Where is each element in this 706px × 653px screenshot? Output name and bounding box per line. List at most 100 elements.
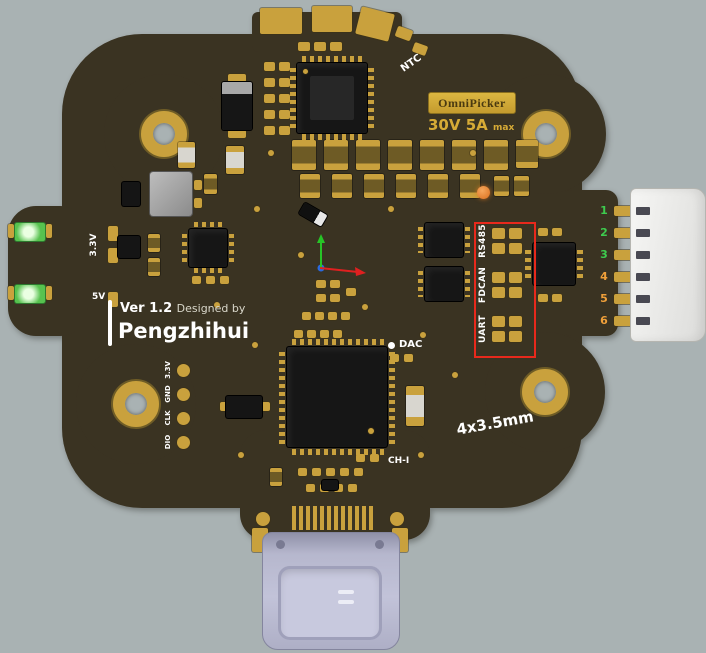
gate-driver-chip-inner — [310, 76, 354, 120]
solder-pad — [346, 288, 356, 296]
mounting-hole-top-left — [141, 111, 187, 157]
capacitor — [204, 174, 217, 194]
inductor — [222, 82, 252, 130]
connector-pin — [614, 294, 640, 304]
solder-pad — [333, 330, 342, 338]
pin-number: 6 — [600, 314, 608, 327]
small-ic — [226, 396, 262, 418]
solder-pad — [306, 484, 315, 492]
solder-pad — [206, 276, 215, 284]
green-led — [14, 284, 46, 304]
chip-pins — [194, 222, 222, 227]
pin-number: 1 — [600, 204, 608, 217]
via-pad — [256, 512, 270, 526]
chip-pins — [577, 250, 583, 278]
pin1-dot — [303, 69, 308, 74]
chip-pins — [418, 227, 423, 253]
chip-pins — [525, 250, 531, 278]
capacitor — [148, 234, 160, 252]
chip-pins — [194, 268, 222, 273]
via-pad — [388, 206, 394, 212]
chip-pins — [302, 56, 362, 62]
green-led — [14, 222, 46, 242]
solder-pad — [194, 198, 202, 208]
solder-pad — [298, 468, 307, 476]
solder-pad — [314, 42, 326, 51]
capacitor — [300, 174, 320, 198]
rail-3v3-label: 3.3V — [89, 233, 99, 257]
capacitor — [356, 140, 380, 170]
interface-chip — [532, 242, 576, 286]
capacitor — [148, 258, 160, 276]
small-ic — [122, 182, 140, 206]
solder-pad — [264, 62, 275, 71]
solder-pad — [538, 294, 548, 302]
solder-pad — [8, 286, 14, 300]
solder-pad — [279, 78, 290, 87]
chip-pins — [229, 234, 234, 262]
solder-pad — [8, 224, 14, 238]
mcu-pins — [279, 352, 285, 444]
solder-pad — [264, 94, 275, 103]
capacitor — [292, 140, 316, 170]
solder-pad — [302, 312, 311, 320]
usb-screw — [276, 540, 285, 549]
mounting-hole-bottom-right — [522, 369, 568, 415]
transceiver-chip-b — [424, 266, 464, 302]
debug-pad-label: GND — [164, 385, 172, 403]
chip-pins — [465, 271, 470, 297]
pin-number: 3 — [600, 248, 608, 261]
capacitor — [514, 176, 529, 196]
via-pad — [268, 150, 274, 156]
ceramic-capacitor — [406, 386, 424, 426]
solder-pad — [552, 228, 562, 236]
via-pad — [420, 332, 426, 338]
solder-pad — [316, 280, 326, 288]
solder-pad — [279, 94, 290, 103]
capacitor — [388, 140, 412, 170]
via-pad — [254, 206, 260, 212]
via-pad — [238, 452, 244, 458]
capacitor — [420, 140, 444, 170]
usb-screw — [375, 540, 384, 549]
debug-pad — [177, 412, 190, 425]
power-rating-label: 30V 5A max — [428, 116, 514, 134]
dac-test-point — [388, 342, 395, 349]
solder-pad — [298, 42, 310, 51]
solder-pad — [194, 180, 202, 190]
solder-pad — [326, 468, 335, 476]
solder-pad — [264, 78, 275, 87]
solder-pad — [356, 454, 365, 462]
connector-pin — [614, 272, 640, 282]
rail-5v-label: 5V — [92, 292, 106, 302]
red-highlight-box — [474, 222, 536, 358]
solder-pad — [220, 276, 229, 284]
solder-pad — [509, 331, 522, 342]
solder-pad — [355, 6, 395, 42]
solder-pad — [492, 228, 505, 239]
mounting-hole-bottom-left — [113, 381, 159, 427]
ceramic-capacitor — [226, 146, 244, 174]
capacitor — [494, 176, 509, 196]
solder-pad — [354, 468, 363, 476]
capacitor — [270, 468, 282, 486]
capacitor — [396, 174, 416, 198]
solder-pad — [394, 25, 414, 42]
solder-pad — [307, 330, 316, 338]
solder-pad — [108, 248, 118, 263]
chip-pins — [182, 234, 187, 262]
version-line: Ver 1.2 Designed by — [120, 301, 245, 316]
version-label: Ver 1.2 — [120, 301, 173, 316]
solder-pad — [279, 62, 290, 71]
solder-pad — [348, 484, 357, 492]
connector-slot — [636, 229, 650, 237]
solder-pad — [228, 130, 246, 138]
interface-label-uart: UART — [478, 315, 488, 343]
solder-pad — [340, 468, 349, 476]
via-pad — [298, 252, 304, 258]
capacitor — [332, 174, 352, 198]
capacitor — [484, 140, 508, 170]
solder-pad — [328, 312, 337, 320]
